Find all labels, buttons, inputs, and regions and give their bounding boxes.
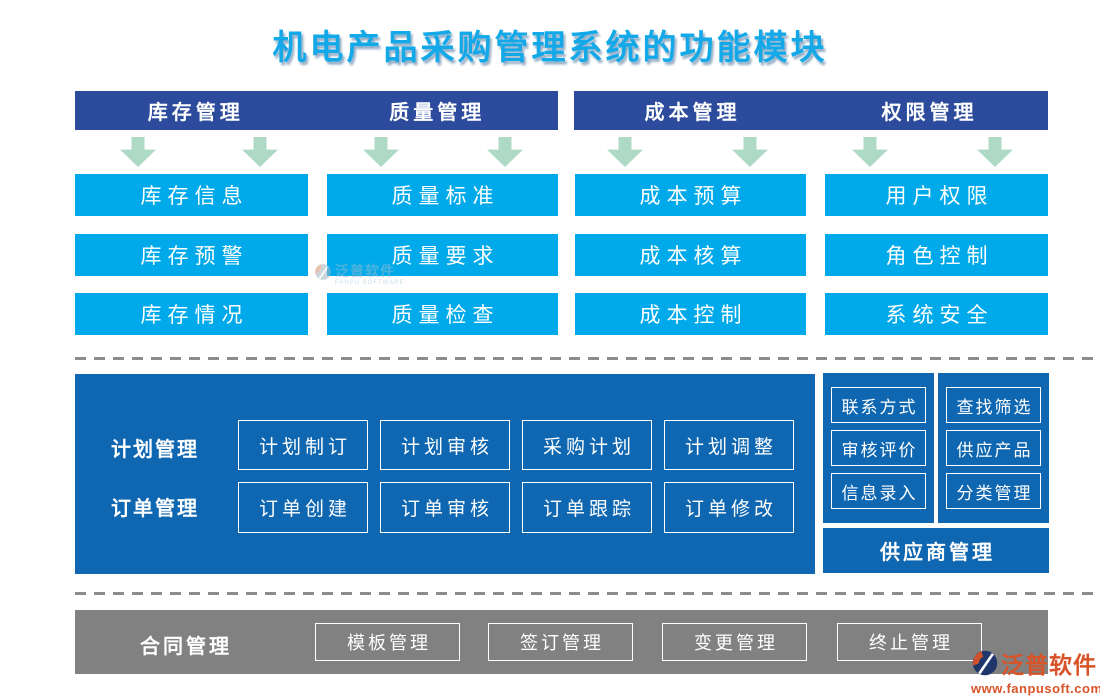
box-termination-management: 终止管理 [837, 623, 982, 661]
header-bar-right: 成本管理 权限管理 [574, 91, 1048, 130]
box-order-review: 订单审核 [380, 482, 510, 533]
cell-cost-control: 成本控制 [575, 293, 806, 335]
dashed-divider-top [75, 357, 1095, 360]
dashed-divider-bottom [75, 592, 1095, 595]
box-plan-adjust: 计划调整 [664, 420, 794, 470]
cell-system-security: 系统安全 [825, 293, 1048, 335]
box-info-entry: 信息录入 [831, 473, 926, 509]
down-arrow-icon [242, 137, 278, 167]
box-signing-management: 签订管理 [488, 623, 633, 661]
header-quality-management: 质量管理 [389, 102, 486, 124]
header-permission-management: 权限管理 [881, 102, 978, 124]
cell-inventory-info: 库存信息 [75, 174, 308, 216]
supplier-panel-left: 联系方式 审核评价 信息录入 [823, 373, 934, 523]
cell-inventory-status: 库存情况 [75, 293, 308, 335]
box-template-management: 模板管理 [315, 623, 460, 661]
box-category-management: 分类管理 [946, 473, 1041, 509]
page-title: 机电产品采购管理系统的功能模块 [272, 29, 828, 67]
brand-name: 泛普软件 [1001, 652, 1097, 678]
fanpu-logo-icon [972, 650, 998, 676]
cell-role-control: 角色控制 [825, 234, 1048, 276]
down-arrow-icon [607, 137, 643, 167]
box-order-modify: 订单修改 [664, 482, 794, 533]
label-plan-management: 计划管理 [111, 439, 199, 461]
box-order-tracking: 订单跟踪 [522, 482, 652, 533]
down-arrow-icon [732, 137, 768, 167]
header-cost-management: 成本管理 [644, 102, 741, 124]
contract-panel: 合同管理 模板管理 签订管理 变更管理 终止管理 [75, 610, 1048, 674]
brand-url: www.fanpusoft.com [971, 681, 1100, 696]
down-arrow-icon [363, 137, 399, 167]
box-review-evaluation: 审核评价 [831, 430, 926, 466]
cell-quality-inspection: 质量检查 [327, 293, 558, 335]
cell-user-permission: 用户权限 [825, 174, 1048, 216]
header-bar-left: 库存管理 质量管理 [75, 91, 558, 130]
label-order-management: 订单管理 [111, 498, 199, 520]
watermark-subtext: FANPU SOFTWARE [335, 280, 405, 286]
plan-order-panel: 计划管理 计划制订 计划审核 采购计划 计划调整 订单管理 订单创建 订单审核 … [75, 374, 815, 574]
cell-cost-budget: 成本预算 [575, 174, 806, 216]
cell-quality-standard: 质量标准 [327, 174, 558, 216]
box-purchase-plan: 采购计划 [522, 420, 652, 470]
box-search-filter: 查找筛选 [946, 387, 1041, 423]
cell-cost-accounting: 成本核算 [575, 234, 806, 276]
box-supply-products: 供应产品 [946, 430, 1041, 466]
cell-inventory-warning: 库存预警 [75, 234, 308, 276]
down-arrow-icon [977, 137, 1013, 167]
label-supplier-management: 供应商管理 [823, 528, 1049, 573]
down-arrow-icon [120, 137, 156, 167]
down-arrow-icon [487, 137, 523, 167]
box-change-management: 变更管理 [662, 623, 807, 661]
supplier-panel-right: 查找筛选 供应产品 分类管理 [938, 373, 1049, 523]
box-contact-info: 联系方式 [831, 387, 926, 423]
down-arrow-icon [852, 137, 888, 167]
header-inventory-management: 库存管理 [147, 102, 244, 124]
label-contract-management: 合同管理 [140, 636, 232, 658]
box-order-create: 订单创建 [238, 482, 368, 533]
box-plan-create: 计划制订 [238, 420, 368, 470]
brand-logo: 泛普软件 www.fanpusoft.com [971, 646, 1100, 696]
cell-quality-requirement: 质量要求 [327, 234, 558, 276]
box-plan-review: 计划审核 [380, 420, 510, 470]
